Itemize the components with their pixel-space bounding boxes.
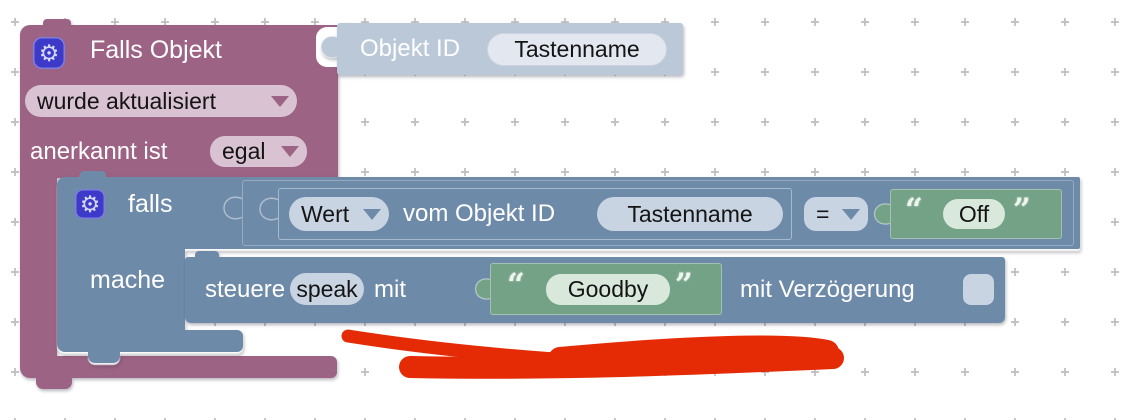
blockly-workspace[interactable]: ⚙ Falls Objekt wurde aktualisiert anerka… [0, 0, 1122, 420]
grid-pattern [0, 0, 1122, 420]
